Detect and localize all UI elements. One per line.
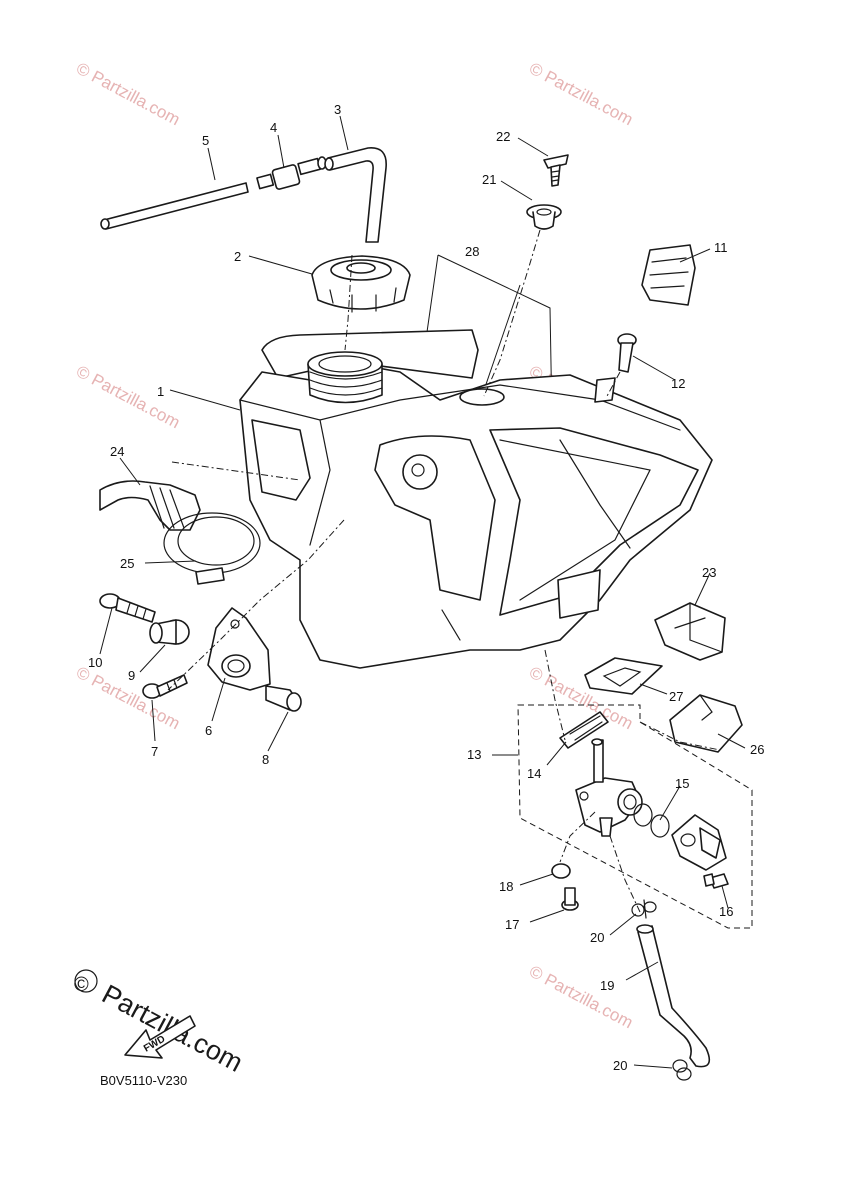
part-11-clip (641, 244, 696, 306)
assembly-lines (167, 229, 721, 913)
callout-5: 5 (202, 133, 209, 148)
watermark-copyright: © (74, 974, 89, 996)
part-9-damper (149, 619, 190, 645)
watermark: © Partzilla.com (73, 59, 183, 130)
part-19-fuel-hose (636, 924, 711, 1068)
callout-4: 4 (270, 120, 277, 135)
part-25-band (163, 512, 261, 585)
callout-13: 13 (467, 747, 481, 762)
part-4-joint (256, 156, 327, 190)
part-5-hose (100, 182, 249, 230)
callouts: 1 2 3 4 5 6 7 8 9 10 11 12 13 14 15 16 1… (88, 102, 764, 1073)
callout-25: 25 (120, 556, 134, 571)
part-7-bolt (142, 674, 188, 699)
callout-20: 20 (590, 930, 604, 945)
fuel-cock-lever (671, 814, 727, 871)
part-18-washer (551, 863, 571, 879)
part-20-clamp-lower (672, 1059, 692, 1081)
callout-28: 28 (465, 244, 479, 259)
part-3-breather-hose (324, 147, 387, 243)
callout-6: 6 (205, 723, 212, 738)
watermark: © Partzilla.com (526, 59, 636, 130)
callout-26: 26 (750, 742, 764, 757)
callout-16: 16 (719, 904, 733, 919)
callout-2: 2 (234, 249, 241, 264)
callout-14: 14 (527, 766, 541, 781)
callout-24: 24 (110, 444, 124, 459)
part-14-strainer (559, 711, 609, 749)
leader-lines (99, 115, 746, 1069)
callout-1: 1 (157, 384, 164, 399)
callout-10: 10 (88, 655, 102, 670)
part-21-collar (526, 204, 562, 230)
copyright-icon (74, 969, 98, 993)
callout-7: 7 (151, 744, 158, 759)
part-12-bolt (617, 333, 637, 373)
part-17-screw (561, 887, 579, 911)
callout-11: 11 (714, 240, 728, 255)
part-6-bracket (207, 607, 271, 691)
part-27-gasket (584, 657, 663, 695)
part-23-bracket (654, 602, 726, 661)
part-22-screw (543, 154, 569, 187)
callout-9: 9 (128, 668, 135, 683)
callout-20-lower: 20 (613, 1058, 627, 1073)
watermark: © Partzilla.com (526, 962, 636, 1033)
callout-21: 21 (482, 172, 496, 187)
part-2-fuel-cap (311, 255, 411, 313)
part-20-clamp (631, 899, 657, 919)
callout-22: 22 (496, 129, 510, 144)
callout-12: 12 (671, 376, 685, 391)
callout-18: 18 (499, 879, 513, 894)
part-28-leader-mid (481, 284, 521, 397)
partzilla-logo-watermark: © Partzilla.com (74, 969, 248, 1078)
part-13-fuel-cock-assembly (517, 704, 753, 929)
part-24-damper (99, 480, 201, 531)
part-10-bolt (99, 593, 156, 623)
callout-27: 27 (669, 689, 683, 704)
part-16-screw (703, 873, 729, 889)
callout-19: 19 (600, 978, 614, 993)
part-1-fuel-tank (239, 329, 713, 669)
callout-15: 15 (675, 776, 689, 791)
fuel-cock-body (575, 738, 643, 837)
callout-17: 17 (505, 917, 519, 932)
callout-23: 23 (702, 565, 716, 580)
diagram-code: B0V5110-V230 (100, 1073, 187, 1088)
part-15-o-ring (633, 803, 670, 838)
watermark: © Partzilla.com (73, 362, 183, 433)
part-8-collar (265, 685, 302, 712)
part-26-cover (669, 694, 743, 753)
callout-8: 8 (262, 752, 269, 767)
callout-3: 3 (334, 102, 341, 117)
